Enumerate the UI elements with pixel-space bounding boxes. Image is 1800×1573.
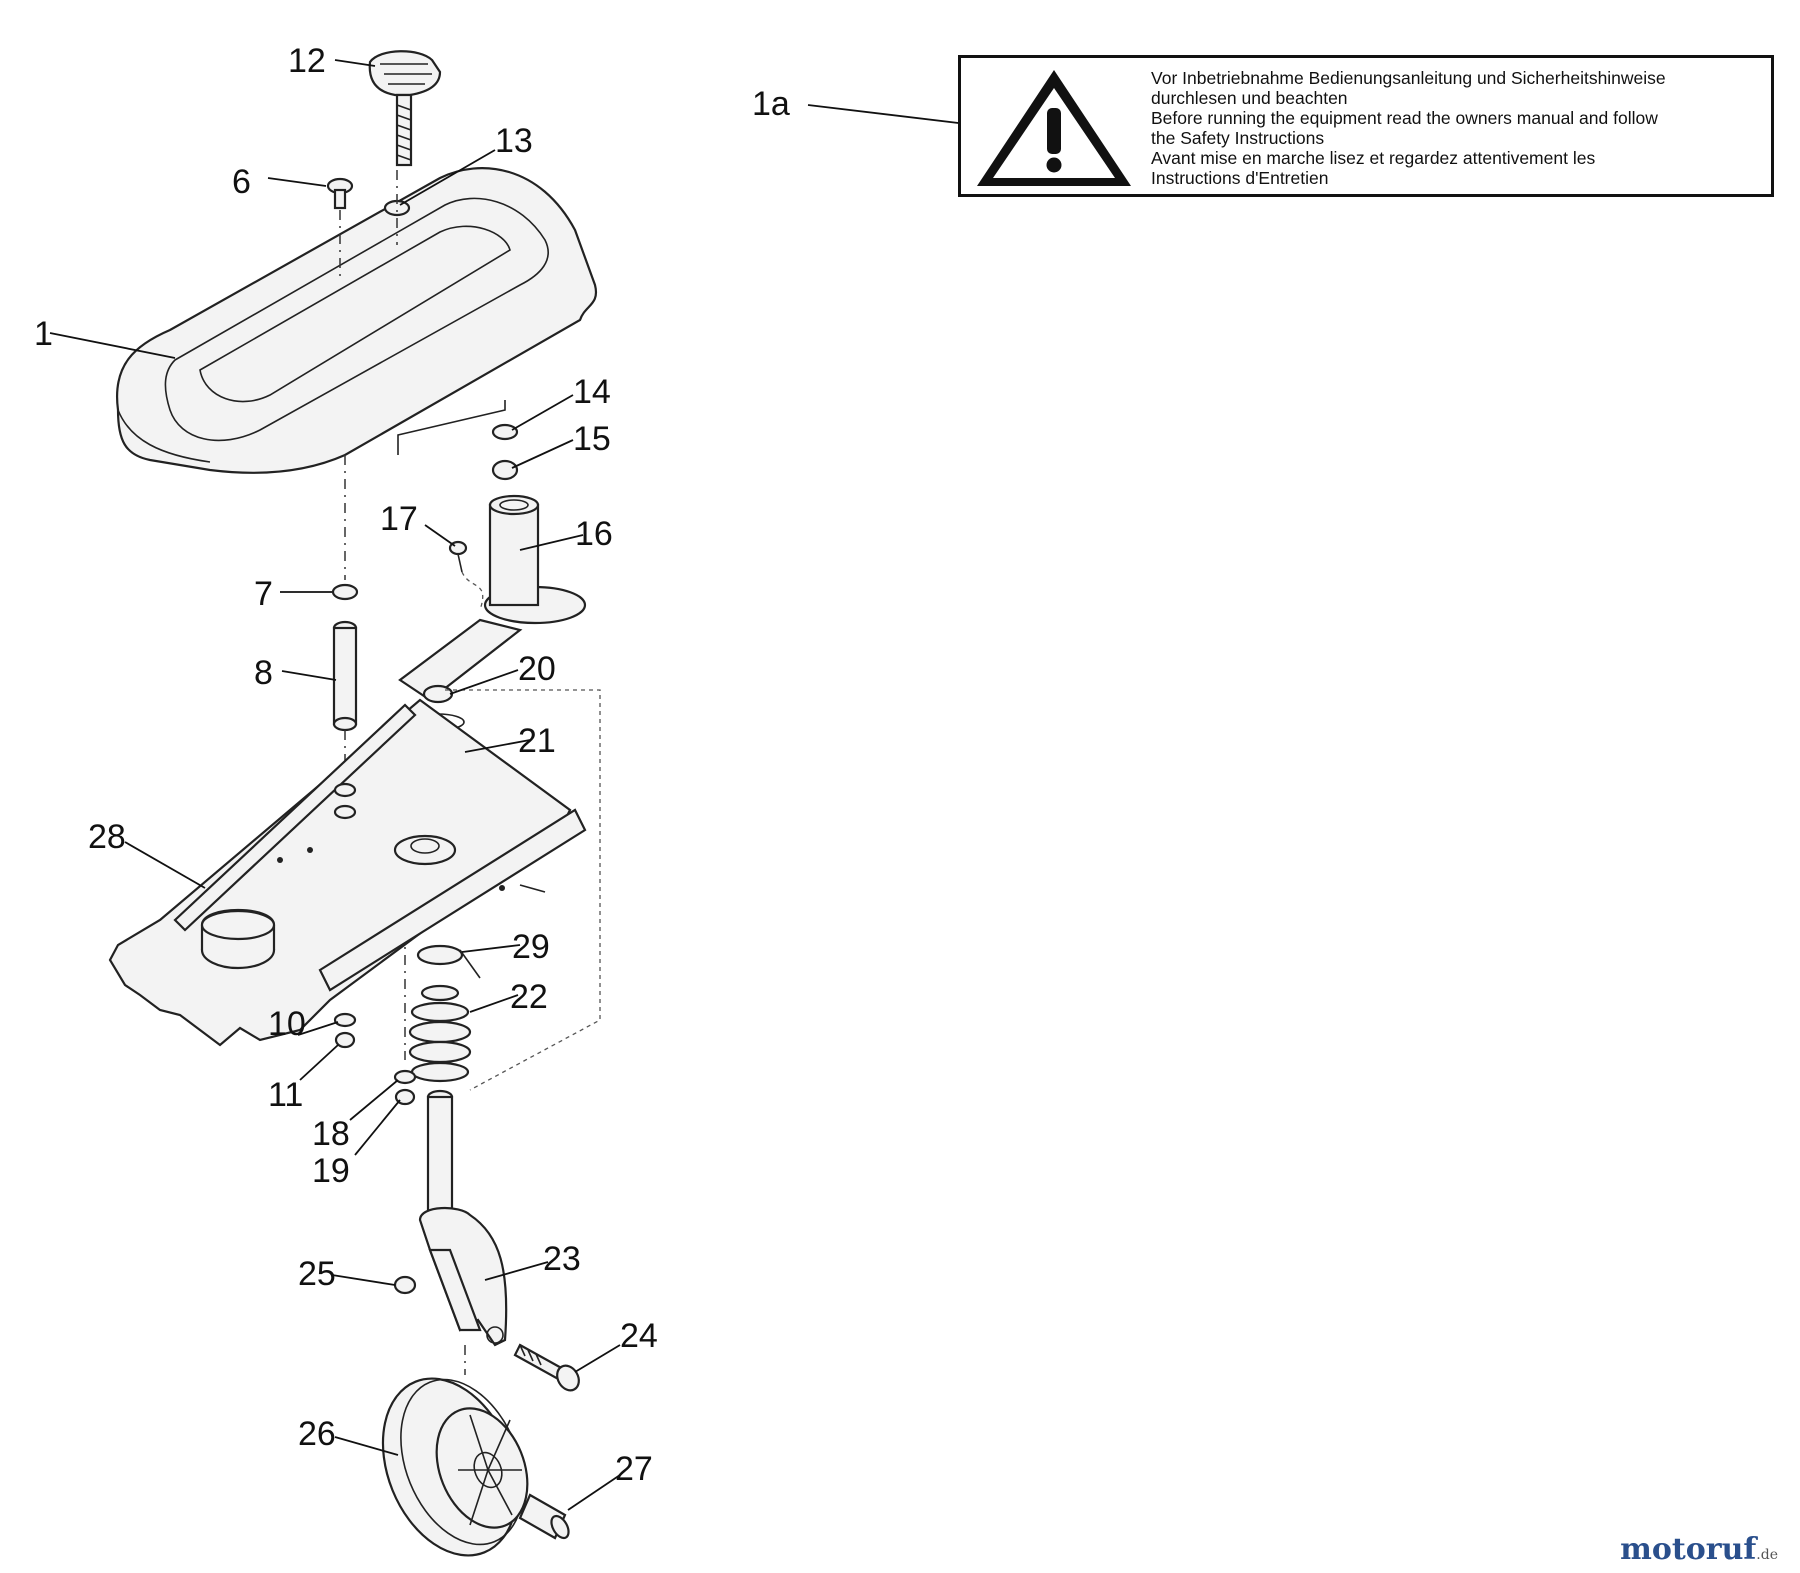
- washer-18: [393, 1069, 417, 1085]
- nut-15: [491, 459, 519, 481]
- spacer-8: [332, 620, 358, 732]
- callout-11: 11: [268, 1076, 303, 1114]
- cover-part: [115, 167, 598, 474]
- washer-20: [422, 684, 454, 704]
- warning-triangle-icon: [977, 70, 1131, 186]
- callout-22: 22: [510, 978, 548, 1016]
- callout-18: 18: [312, 1115, 350, 1153]
- callout-12: 12: [288, 42, 326, 80]
- callout-23: 23: [543, 1240, 581, 1278]
- leader-lines: [49, 59, 976, 1511]
- washer-10: [333, 1012, 357, 1028]
- callout-19: 19: [312, 1152, 350, 1190]
- callout-21: 21: [518, 722, 556, 760]
- warning-line-de-2: durchlesen und beachten: [1151, 88, 1348, 108]
- callout-1: 1: [34, 315, 53, 353]
- callout-25: 25: [298, 1255, 336, 1293]
- frame-plate-28: [108, 698, 587, 1047]
- wheel-fork-23: [418, 1089, 508, 1347]
- washer-14: [491, 423, 519, 441]
- nut-11: [334, 1031, 356, 1049]
- knob-part: [368, 50, 442, 167]
- callout-27: 27: [615, 1450, 653, 1488]
- warning-line-de-1: Vor Inbetriebnahme Bedienungsanleitung u…: [1151, 68, 1666, 88]
- warning-line-en-1: Before running the equipment read the ow…: [1151, 108, 1658, 128]
- washer-7: [331, 583, 359, 601]
- screw-6: [326, 177, 354, 210]
- nut-25: [393, 1275, 417, 1295]
- watermark-tld: .de: [1756, 1547, 1778, 1563]
- callout-14: 14: [573, 373, 611, 411]
- grease-nipple-17: [448, 540, 484, 611]
- warning-line-fr-1: Avant mise en marche lisez et regardez a…: [1151, 148, 1596, 168]
- bushing-27: [518, 1493, 570, 1540]
- callout-17: 17: [380, 500, 418, 538]
- tube-part: [398, 494, 587, 702]
- callout-13: 13: [495, 122, 533, 160]
- callout-7: 7: [254, 575, 273, 613]
- callout-16: 16: [575, 515, 613, 553]
- bellows-22: [408, 984, 472, 1083]
- callout-6: 6: [232, 163, 251, 201]
- callout-29: 29: [512, 928, 550, 966]
- watermark-logo: motoruf.de: [1620, 1532, 1778, 1567]
- warning-text: Vor Inbetriebnahme Bedienungsanleitung u…: [1151, 68, 1763, 188]
- callout-1a: 1a: [752, 85, 790, 123]
- warning-line-en-2: the Safety Instructions: [1151, 128, 1325, 148]
- callout-28: 28: [88, 818, 126, 856]
- callout-24: 24: [620, 1317, 658, 1355]
- callout-8: 8: [254, 654, 273, 692]
- callout-15: 15: [573, 420, 611, 458]
- clip-29: [416, 944, 481, 979]
- callout-26: 26: [298, 1415, 336, 1453]
- warning-label: Vor Inbetriebnahme Bedienungsanleitung u…: [958, 55, 1774, 197]
- bolt-24: [513, 1343, 580, 1392]
- callout-10: 10: [268, 1005, 306, 1043]
- watermark-main: motoruf: [1620, 1532, 1757, 1567]
- warning-line-fr-2: Instructions d'Entretien: [1151, 168, 1329, 188]
- wheel-26: [381, 1377, 529, 1557]
- callout-20: 20: [518, 650, 556, 688]
